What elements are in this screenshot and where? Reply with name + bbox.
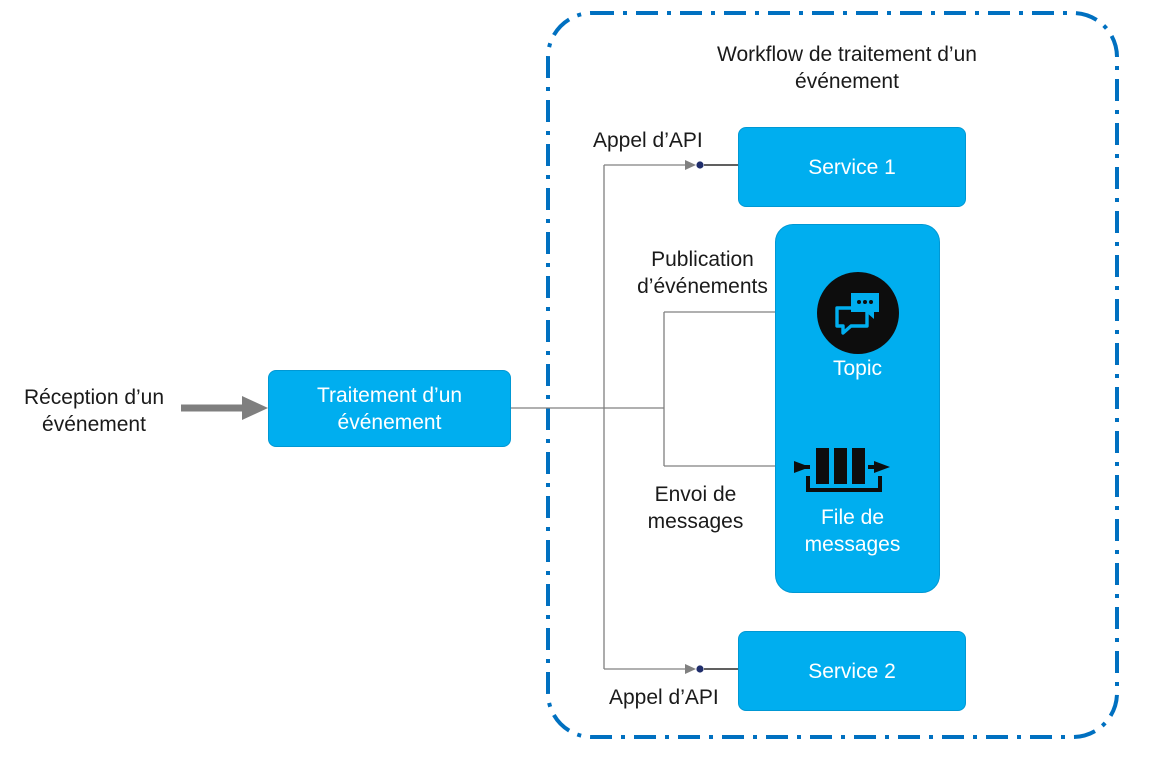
connector-lines bbox=[511, 164, 804, 670]
lollipop-connector-icon bbox=[685, 664, 740, 674]
workflow-boundary bbox=[546, 11, 1119, 739]
service-2-box[interactable]: Service 2 bbox=[738, 631, 966, 711]
message-sending-label: Envoi de messages bbox=[647, 483, 744, 533]
topic-label: Topic bbox=[832, 357, 883, 380]
event-processing-box[interactable]: Traitement d’un événement bbox=[268, 370, 511, 447]
chat-bubbles-icon[interactable] bbox=[817, 272, 899, 354]
workflow-title: Workflow de traitement d’un événement bbox=[717, 43, 977, 93]
message-queue-icon[interactable] bbox=[794, 446, 892, 492]
api-call-label-top: Appel d’API bbox=[593, 129, 703, 152]
api-call-label-bottom: Appel d’API bbox=[609, 686, 719, 709]
input-label: Réception d’un événement bbox=[23, 386, 165, 436]
message-queue-label: File de messages bbox=[804, 506, 901, 556]
lollipop-connector-icon bbox=[685, 160, 740, 170]
event-publication-label: Publication d’événements bbox=[637, 248, 768, 298]
service-1-box[interactable]: Service 1 bbox=[738, 127, 966, 207]
input-arrow bbox=[181, 396, 268, 420]
